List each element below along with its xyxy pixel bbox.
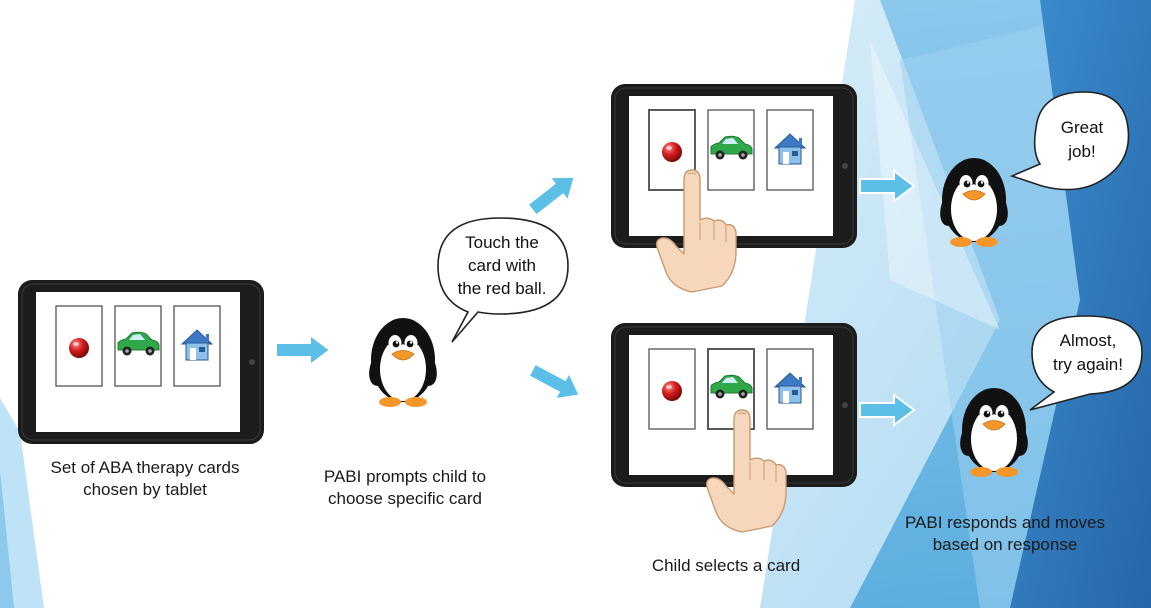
bg-shape-left-deep [0,470,14,608]
green-car-card-highlight [707,348,755,430]
caption-tablet-cards: Set of ABA therapy cards chosen by table… [50,458,240,499]
pabi-penguin-prompt [363,317,443,408]
praise-line-2: job! [1067,142,1095,161]
upper-tablet [611,84,857,248]
caption-pabi-prompts: PABI prompts child to choose specific ca… [323,467,487,508]
source-tablet [18,280,264,444]
prompt-line-2: card with [468,256,536,275]
arrow-lower-to-penguin [859,394,915,426]
retry-line-1: Almost, [1060,331,1117,350]
bg-shape-highlight [870,40,1000,330]
pabi-penguin-praise [934,157,1014,248]
speech-bubble-prompt: Touch the card with the red ball. [437,217,569,343]
retry-line-2: try again! [1053,355,1123,374]
speech-bubble-retry: Almost, try again! [1029,315,1143,411]
arrow-pabi-to-lower [523,355,588,410]
arrow-tablet-to-pabi [275,334,331,366]
arrow-pabi-to-upper [521,163,585,223]
speech-bubble-praise: Great job! [1009,91,1130,191]
prompt-line-1: Touch the [465,233,539,252]
red-ball-card-highlight [648,109,696,191]
arrow-upper-to-penguin [859,170,915,202]
prompt-line-3: the red ball. [458,279,547,298]
caption-child-selects: Child selects a card [651,556,801,575]
bg-shape-left-light [0,398,44,608]
pabi-penguin-retry [954,387,1034,478]
praise-line-1: Great [1061,118,1104,137]
caption-pabi-responds: PABI responds and moves based on respons… [904,513,1105,554]
